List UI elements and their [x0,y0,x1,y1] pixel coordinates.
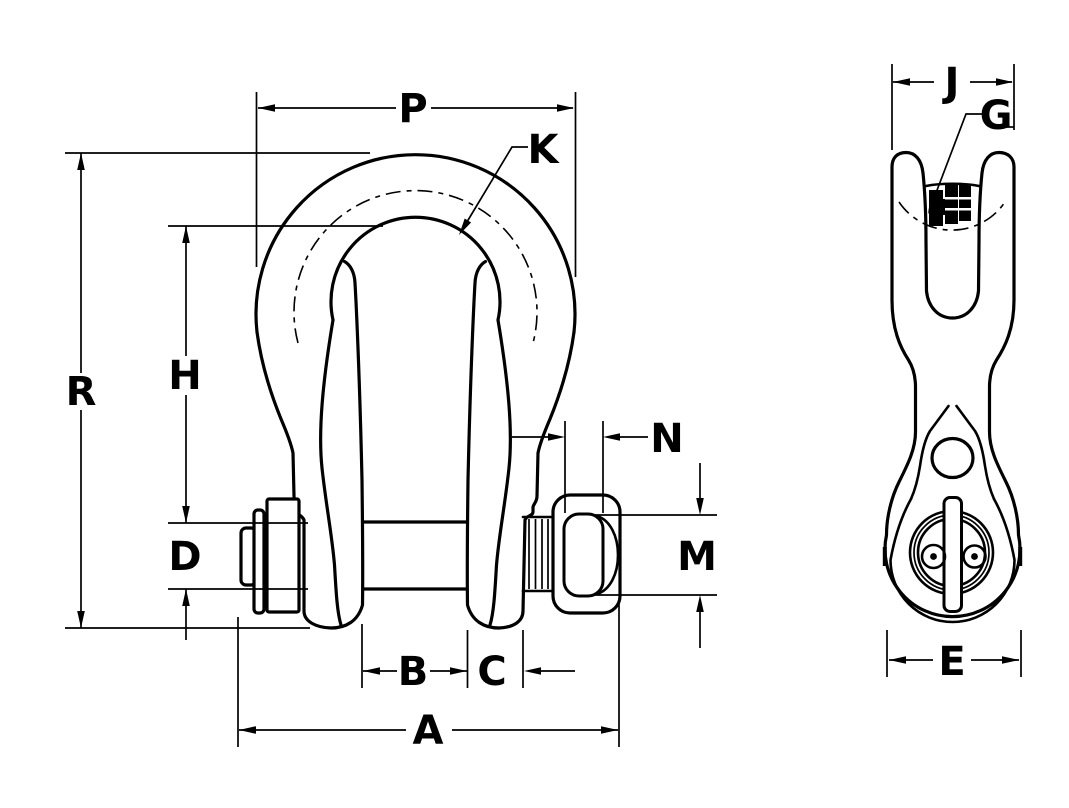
pin-head-far-edge [595,514,620,596]
dim-label-n: N [650,416,683,462]
bow-inner-arc [329,215,502,322]
dimension-E: E [886,630,1022,685]
bolt-end-right [962,544,987,569]
hex-nut [265,497,301,614]
shackle-pin [362,515,555,593]
dimension-J: J [891,60,1015,150]
right-leg-outline [465,259,576,630]
bow-outer-arc [254,153,577,334]
thread-lines [528,519,549,589]
pin-head-recess [562,512,605,598]
dim-label-c: C [477,649,506,695]
washer [252,508,266,615]
dim-label-p: P [398,86,427,132]
dimension-H: H [168,225,383,523]
dimension-D: D [168,522,308,640]
dimension-K: K [459,127,561,235]
right-chamfer-edge [955,404,996,501]
pin-head-end [908,496,995,613]
bow-section-centerline [898,201,1006,231]
dim-label-g: G [980,93,1013,139]
dimension-B: B [361,624,469,695]
side-view: J G E [882,60,1023,685]
dimension-P: P [255,86,577,277]
left-chamfer-edge [909,404,950,501]
dimension-C: C [477,630,575,695]
dim-label-j: J [942,60,960,106]
dim-label-h: H [168,353,201,399]
left-leg-outline [255,259,365,630]
dimension-N: N [512,416,684,513]
side-body-outline [883,150,1022,619]
left-leg-contour [319,318,343,627]
dim-label-m: M [677,534,717,580]
front-view: P K R H D [65,86,717,754]
dimension-M: M [593,463,717,648]
lanyard-hole [930,436,975,480]
bolt-head-assembly [239,497,301,615]
pin-head [551,493,622,615]
dim-label-d: D [168,534,201,580]
bolt-end-left [920,543,947,570]
tangent-marks [882,547,1023,566]
dim-label-r: R [66,369,97,415]
right-leg-contour [488,318,512,627]
dim-label-b: B [398,649,429,695]
dim-label-k: K [528,127,561,173]
dimension-G: G [928,93,1014,214]
dimension-A: A [237,600,620,754]
forge-stamp [929,183,971,226]
bow-centerline-arc [293,189,538,344]
boss-inner-wall [889,497,1016,624]
dim-label-e: E [938,639,965,685]
retaining-bar [942,496,963,613]
dim-label-a: A [413,708,444,754]
dimension-R: R [65,152,370,629]
